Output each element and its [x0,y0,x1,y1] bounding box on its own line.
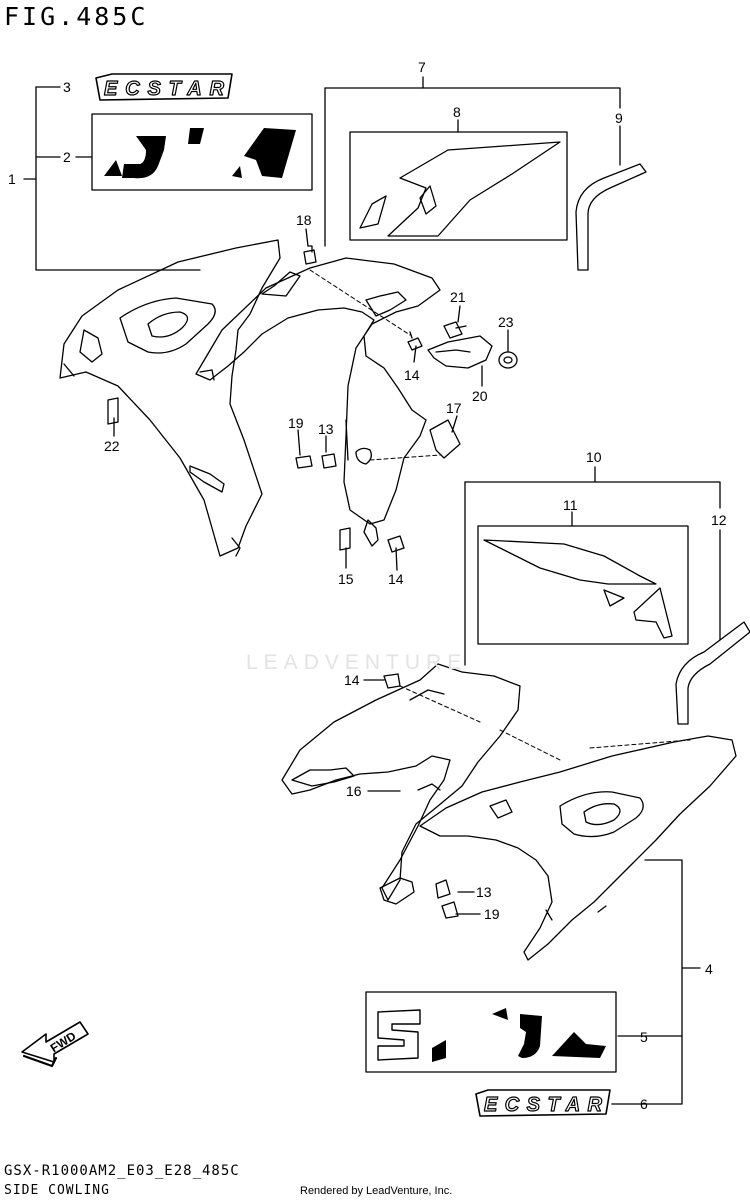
callout-19b: 19 [484,906,500,922]
callout-8: 8 [453,104,461,120]
decal-set-11[interactable] [477,525,689,645]
callout-4: 4 [705,961,713,977]
callout-2: 2 [63,149,71,165]
callout-11: 11 [563,497,578,513]
render-credit: Rendered by LeadVenture, Inc. [300,1185,453,1197]
assembly-dashed-lines [309,269,691,761]
callout-15: 15 [338,571,354,587]
callout-14b: 14 [388,571,404,587]
callout-20: 20 [472,388,488,404]
callout-9: 9 [615,110,623,126]
ecstar-emblem-3[interactable]: ECSTAR [95,73,233,101]
right-side-cowl[interactable] [419,735,737,961]
callout-18: 18 [296,212,312,228]
callout-14c: 14 [344,672,360,688]
callout-numbers: 1 2 3 4 5 6 7 8 9 10 11 12 13 13 14 14 1… [8,59,727,1112]
callout-5: 5 [640,1029,648,1045]
fwd-arrow-icon: FWD [21,1021,89,1068]
decal-set-8[interactable] [349,131,568,241]
fasteners[interactable] [107,245,518,919]
section-name: SIDE COWLING [4,1183,110,1198]
left-side-cowl[interactable] [59,239,281,557]
decal-set-5[interactable] [365,991,617,1073]
callout-13b: 13 [476,884,492,900]
callout-10: 10 [586,449,602,465]
callout-3: 3 [63,79,71,95]
callout-1: 1 [8,171,16,187]
callout-6: 6 [640,1096,648,1112]
leader-lines [23,76,721,1105]
callout-13a: 13 [318,421,334,437]
callout-12: 12 [711,512,727,528]
callout-23: 23 [498,314,514,330]
decal-set-2[interactable] [91,113,313,191]
inner-panel-lower[interactable] [281,663,521,905]
figure-title: FIG.485C [4,2,149,31]
callout-22: 22 [104,438,120,454]
callout-17: 17 [446,400,462,416]
callout-16: 16 [346,783,362,799]
inner-panel-upper[interactable] [195,257,441,547]
trim-strip-12[interactable] [675,621,750,725]
callout-21: 21 [450,289,466,305]
trim-strip-9[interactable] [575,163,647,271]
callout-14a: 14 [404,367,420,383]
model-code: GSX-R1000AM2_E03_E28_485C [4,1163,240,1179]
watermark-text: LEADVENTURE [246,651,468,674]
callout-7: 7 [418,59,426,75]
callout-19a: 19 [288,415,304,431]
ecstar-emblem-6[interactable]: ECSTAR [475,1089,611,1117]
